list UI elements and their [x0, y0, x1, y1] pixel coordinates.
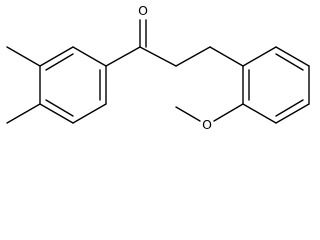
ring2-bond — [275, 46, 310, 67]
methoxy-oxygen-bond — [213, 103, 244, 122]
methoxyphenyl-ring — [242, 46, 310, 124]
canvas-background — [0, 0, 319, 138]
ring2-bond — [242, 46, 277, 67]
ring1-bond — [39, 46, 74, 67]
aryl-carbonyl-bond — [105, 46, 141, 67]
ring1-bond — [72, 103, 107, 124]
methyl-bond-upper — [6, 46, 41, 67]
ring2-inner-double-bond — [275, 99, 304, 117]
ring2-inner-double-bond — [275, 53, 304, 71]
methoxy-oxygen-label: O — [202, 117, 212, 132]
ring1-bond — [72, 46, 107, 67]
carbonyl-oxygen-label: O — [138, 3, 148, 18]
ring1-inner-double-bond — [45, 99, 74, 117]
methyl-bond-lower — [6, 103, 41, 124]
dimethylphenyl-ring — [39, 46, 107, 124]
ring2-bond — [275, 103, 310, 124]
alpha-carbon-bond — [139, 46, 177, 67]
benzyl-bond — [209, 46, 244, 67]
ring1-bond — [39, 103, 74, 124]
methoxy-methyl-bond — [175, 106, 201, 122]
ring2-bond — [242, 103, 277, 124]
beta-carbon-bond — [175, 46, 211, 67]
chemical-structure-diagram: O O — [0, 0, 319, 138]
ring1-inner-double-bond — [45, 53, 74, 71]
